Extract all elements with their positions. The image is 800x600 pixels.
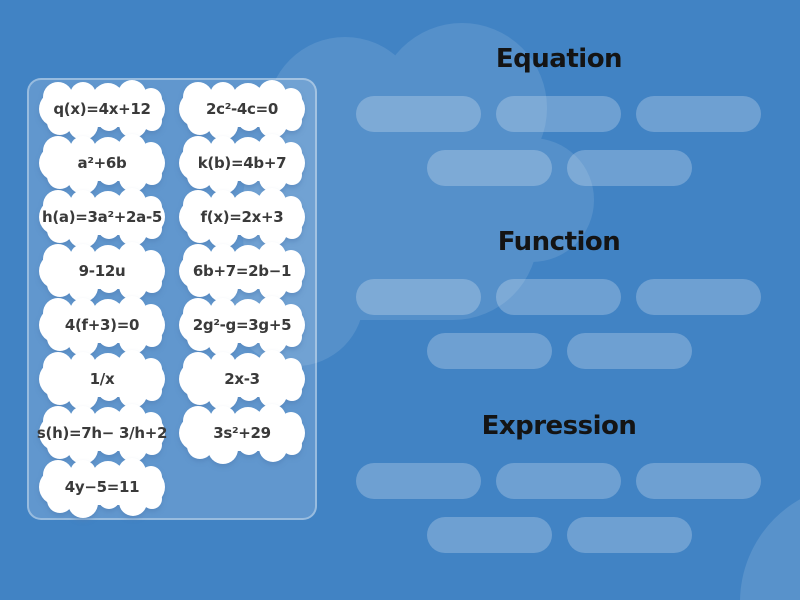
drop-slot[interactable] [356,279,481,315]
slot-row [427,517,692,553]
cloud-shape [179,82,305,135]
drop-slot[interactable] [636,279,761,315]
tile-label: s(h)=7h− 3/h+2 [36,424,168,442]
cloud-shape [39,244,165,297]
tile-label: 1/x [89,370,115,388]
cloud-shape [39,298,165,351]
drop-slot[interactable] [496,96,621,132]
drop-slot[interactable] [356,463,481,499]
tile-4y-equation[interactable]: 4y−5=11 [39,460,165,513]
tile-panel: q(x)=4x+12 2c²-4c=0 a²+6b k(b)=4b+7 h(a)… [27,78,317,520]
tile-grid: q(x)=4x+12 2c²-4c=0 a²+6b k(b)=4b+7 h(a)… [32,82,312,516]
tile-4f-plus-3[interactable]: 4(f+3)=0 [39,298,165,351]
tile-label: f(x)=2x+3 [200,208,284,226]
drop-slot[interactable] [636,96,761,132]
slot-row [356,96,761,132]
cloud-shape [39,406,165,459]
tile-label: 4y−5=11 [64,478,140,496]
cloud-shape [39,352,165,405]
cloud-shape [179,352,305,405]
category-function: Function [356,228,762,378]
tile-label: 9-12u [78,262,126,280]
drop-slot[interactable] [427,150,552,186]
slot-row [356,279,761,315]
tile-label: k(b)=4b+7 [197,154,287,172]
cloud-shape [179,298,305,351]
cloud-shape [179,190,305,243]
slot-row [356,463,761,499]
drop-slot[interactable] [427,517,552,553]
tile-label: h(a)=3a²+2a-5 [41,208,163,226]
slot-row [427,333,692,369]
tile-label: 2c²-4c=0 [205,100,279,118]
tile-label: q(x)=4x+12 [53,100,151,118]
drop-slot[interactable] [636,463,761,499]
tile-label: 2x-3 [224,370,260,388]
tile-label: 2g²-g=3g+5 [192,316,292,334]
tile-3s-squared[interactable]: 3s²+29 [179,406,305,459]
category-equation: Equation [356,45,762,195]
tile-9-minus-12u[interactable]: 9-12u [39,244,165,297]
category-title-equation: Equation [495,44,623,74]
tile-2x-minus-3[interactable]: 2x-3 [179,352,305,405]
cloud-shape [39,190,165,243]
drop-slot[interactable] [567,150,692,186]
tile-6b-equation[interactable]: 6b+7=2b−1 [179,244,305,297]
tile-label: 6b+7=2b−1 [192,262,292,280]
cloud-shape [179,136,305,189]
tile-1-over-x[interactable]: 1/x [39,352,165,405]
tile-k-of-b[interactable]: k(b)=4b+7 [179,136,305,189]
drop-slot[interactable] [496,463,621,499]
tile-a-squared[interactable]: a²+6b [39,136,165,189]
drop-slot[interactable] [496,279,621,315]
category-title-expression: Expression [481,411,637,441]
category-title-function: Function [497,227,621,257]
cloud-shape [39,136,165,189]
drop-slot[interactable] [356,96,481,132]
tile-f-of-x[interactable]: f(x)=2x+3 [179,190,305,243]
tile-2g-squared[interactable]: 2g²-g=3g+5 [179,298,305,351]
tile-label: a²+6b [77,154,127,172]
drop-slot[interactable] [567,517,692,553]
drop-slot[interactable] [567,333,692,369]
cloud-shape [179,244,305,297]
category-expression: Expression [356,412,762,562]
tile-q-of-x[interactable]: q(x)=4x+12 [39,82,165,135]
tile-label: 3s²+29 [213,424,271,442]
tile-s-of-h[interactable]: s(h)=7h− 3/h+2 [36,406,168,459]
cloud-shape [39,82,165,135]
tile-2c-squared[interactable]: 2c²-4c=0 [179,82,305,135]
slot-row [427,150,692,186]
cloud-shape [179,406,305,459]
tile-label: 4(f+3)=0 [64,316,140,334]
drop-slot[interactable] [427,333,552,369]
cloud-shape [39,460,165,513]
tile-h-of-a[interactable]: h(a)=3a²+2a-5 [39,190,165,243]
